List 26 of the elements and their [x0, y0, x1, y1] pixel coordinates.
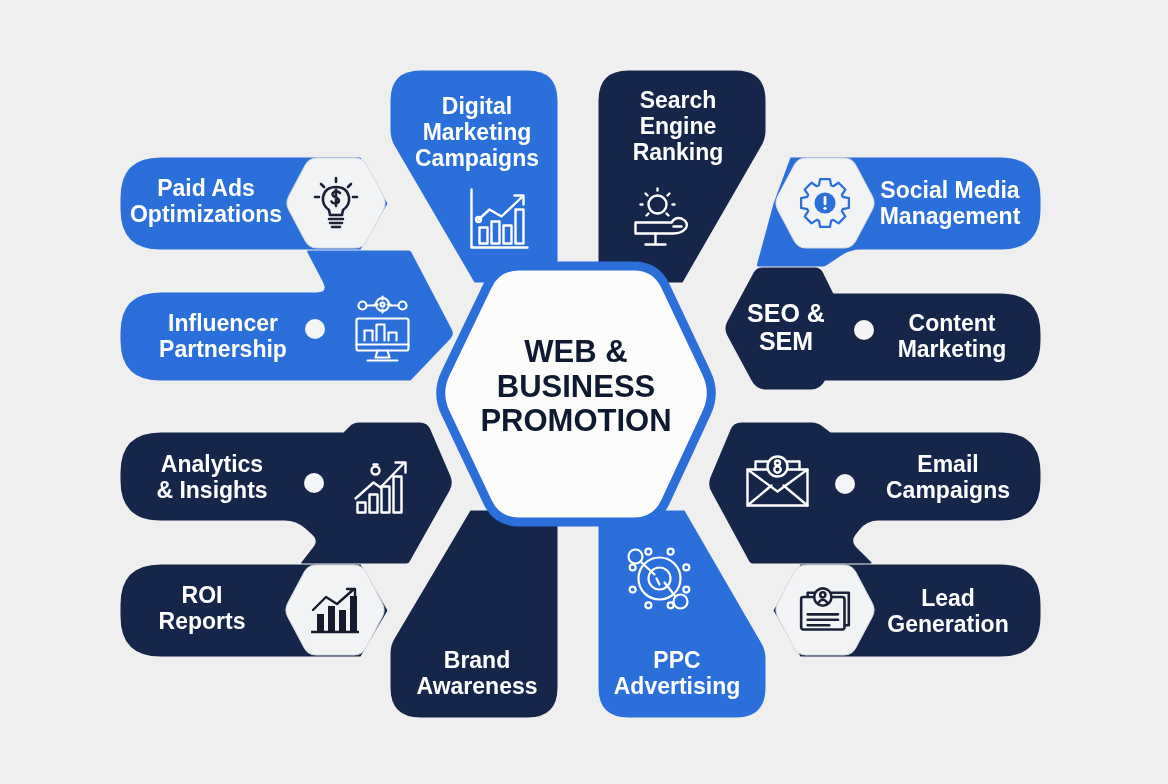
topic-label: Brand Awareness	[415, 648, 539, 700]
category-pill	[119, 563, 388, 657]
topic-label: Social Media Management	[878, 178, 1022, 230]
category-pill	[755, 156, 1041, 267]
topic-label: SEO & SEM	[746, 299, 826, 355]
category-pill	[706, 421, 1041, 564]
topic-label: Email Campaigns	[885, 452, 1011, 504]
category-pill	[823, 292, 1041, 381]
category-tab	[389, 69, 558, 283]
topic-label: Digital Marketing Campaigns	[414, 94, 540, 172]
topic-label: Content Marketing	[896, 311, 1008, 363]
hub-title: WEB & BUSINESS PROMOTION	[479, 334, 673, 440]
category-tab	[597, 69, 766, 283]
topic-label: ROI Reports	[157, 583, 247, 635]
topic-label: Influencer Partnership	[158, 311, 288, 363]
category-pill	[772, 563, 1041, 657]
topic-label: Paid Ads Optimizations	[128, 176, 284, 228]
category-pill	[119, 421, 454, 564]
topic-label: Search Engine Ranking	[631, 88, 725, 166]
category-tab	[389, 509, 558, 718]
category-pill	[119, 156, 388, 250]
topic-label: Lead Generation	[886, 586, 1010, 638]
category-pill	[119, 249, 455, 381]
topic-label: PPC Advertising	[612, 648, 742, 700]
category-tab	[597, 509, 766, 718]
topic-label: Analytics & Insights	[155, 452, 269, 504]
